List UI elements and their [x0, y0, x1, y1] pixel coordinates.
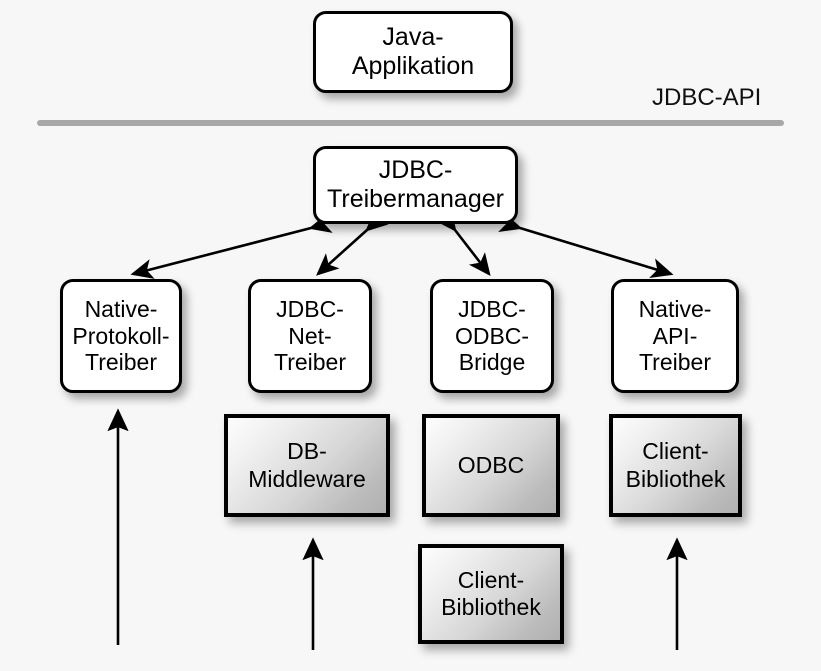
box-native-protokoll-treiber[interactable]: Native- Protokoll- Treiber [60, 279, 182, 393]
box-native-api-treiber[interactable]: Native- API- Treiber [611, 279, 739, 393]
box-odbc[interactable]: ODBC [422, 414, 560, 517]
arrow-manager-native-api [498, 212, 674, 278]
box-java-applikation[interactable]: Java- Applikation [313, 11, 513, 93]
box-jdbc-odbc-bridge[interactable]: JDBC- ODBC- Bridge [430, 279, 554, 393]
arrow-manager-jdbc-net [316, 209, 389, 276]
jdbc-api-separator-line [37, 120, 784, 126]
box-jdbc-treibermanager[interactable]: JDBC- Treibermanager [313, 146, 518, 224]
box-client-bibliothek-right[interactable]: Client- Bibliothek [609, 414, 742, 517]
jdbc-api-label: JDBC-API [652, 84, 762, 111]
box-db-middleware[interactable]: DB- Middleware [224, 414, 390, 517]
arrow-manager-jdbc-odbc [434, 208, 491, 277]
box-client-bibliothek-bottom[interactable]: Client- Bibliothek [418, 544, 564, 644]
box-jdbc-net-treiber[interactable]: JDBC- Net- Treiber [248, 279, 372, 393]
arrow-manager-native-prot [130, 213, 333, 279]
